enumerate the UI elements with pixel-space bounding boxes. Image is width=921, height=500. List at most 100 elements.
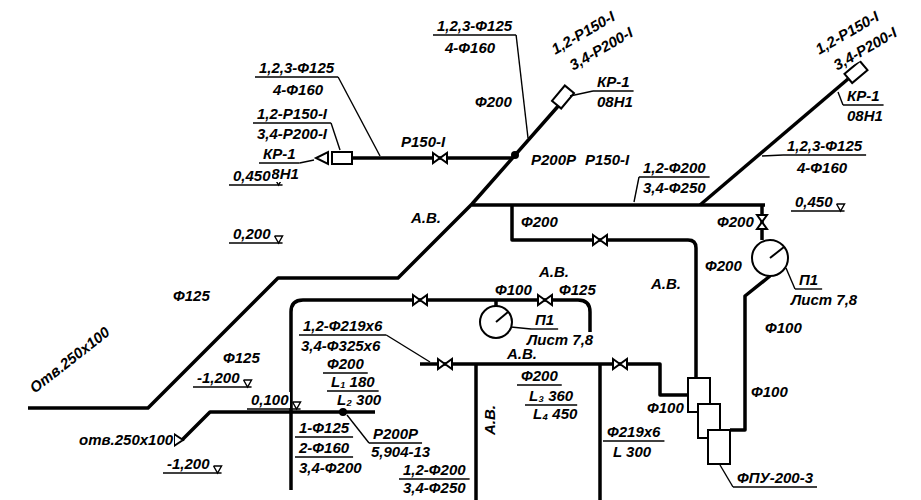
pipe <box>512 205 696 378</box>
leader-line <box>229 242 283 243</box>
dimension-label: 2-Ф160 <box>298 440 350 456</box>
dimension-label: L 300 <box>612 444 652 460</box>
dimension-label: Ф200 <box>704 258 743 274</box>
leader-line <box>517 384 562 385</box>
dimension-label: L₁ 180 <box>330 374 376 390</box>
pump-symbol <box>752 240 788 276</box>
dimension-label: 4-Ф160 <box>796 160 848 176</box>
dimension-label: Отв.250х100 <box>26 323 114 396</box>
valve-box <box>332 152 352 164</box>
end-triangle <box>174 434 183 446</box>
pump-impeller <box>770 247 784 258</box>
dimension-label: Ф125 <box>172 288 211 304</box>
dimension-label: Ф100 <box>494 282 533 298</box>
dimension-label: Ф100 <box>750 384 789 400</box>
dimension-label: 4-Ф160 <box>272 82 324 98</box>
leader-line <box>259 162 300 163</box>
dimension-label: КР-1 <box>262 146 297 162</box>
leader-line <box>253 122 331 123</box>
gate-valve <box>613 359 627 369</box>
leader-line <box>299 334 386 335</box>
dimension-label: Р150-I <box>400 134 446 150</box>
leader-line <box>338 77 380 156</box>
dimension-label: КР-1 <box>846 88 881 104</box>
regulator-dot <box>511 151 519 159</box>
dimension-label: L₃ 360 <box>528 388 574 404</box>
dimension-label: 3,4-Ф250 <box>402 480 467 496</box>
leader-line <box>516 35 528 138</box>
pipe <box>472 203 765 207</box>
dimension-label: 0,450 <box>794 194 834 210</box>
dimension-label: ФПУ-200-3 <box>736 470 814 486</box>
gate-valve <box>757 215 767 229</box>
dimension-label: Р200Р <box>530 152 577 168</box>
dimension-label: А.В. <box>482 404 498 436</box>
dimension-label: -1,200 <box>196 370 241 386</box>
dimension-label: 1,2-Ф200 <box>402 462 467 478</box>
pipe <box>598 364 602 500</box>
leader-line <box>347 415 369 443</box>
gate-valve <box>433 153 447 163</box>
dimension-label: 08Н1 <box>596 94 634 110</box>
leader-line <box>229 184 283 185</box>
gate-valve <box>593 235 607 245</box>
gate-valve <box>438 359 452 369</box>
dimension-label: 3,4-Р200-I <box>256 126 328 142</box>
dimension-label: Р200Р <box>372 426 419 442</box>
gate-valve <box>538 295 552 305</box>
leader-line <box>791 210 845 211</box>
leader-line <box>843 104 884 105</box>
dimension-label: 3,4-Ф325х6 <box>300 338 381 354</box>
dimension-label: П1 <box>534 312 555 328</box>
leader-line <box>193 386 252 387</box>
dimension-label: Ф100 <box>646 400 685 416</box>
leader-line <box>331 123 340 150</box>
leader-line <box>786 268 795 289</box>
dimension-label: Ф125 <box>222 350 261 366</box>
dimension-label: 0,100 <box>250 392 290 408</box>
leader-line <box>593 90 634 91</box>
pipe <box>182 412 375 440</box>
leader-line <box>634 177 639 202</box>
leader-line <box>795 288 822 289</box>
dimension-label: 0,450 <box>232 168 272 184</box>
level-mark <box>275 236 283 243</box>
dimension-label: 1-Ф125 <box>298 420 350 436</box>
dimension-label: Р150-I <box>584 152 630 168</box>
dimension-label: Ф125 <box>558 282 597 298</box>
leader-line <box>838 92 843 105</box>
level-mark <box>837 204 845 211</box>
dimension-label: Ф200 <box>474 94 513 110</box>
leader-line <box>639 176 710 177</box>
dimension-label: Ф200 <box>520 214 559 230</box>
pump-impeller <box>496 312 508 322</box>
dimension-label: 0,200 <box>232 226 272 242</box>
dimension-label: КР-1 <box>596 74 631 90</box>
leader-line <box>300 160 314 163</box>
dimension-label: 3,4-Ф250 <box>642 180 707 196</box>
level-mark <box>244 380 252 387</box>
dimension-label: Лист 7,8 <box>790 292 858 308</box>
dimension-label: Ф200 <box>326 356 365 372</box>
dimension-label: 1,2,3-Ф125 <box>786 138 863 154</box>
dimension-label: 1,2-Р150-I <box>256 106 328 122</box>
leader-line <box>255 76 338 77</box>
leader-line <box>295 436 353 437</box>
level-mark <box>293 402 301 409</box>
pipe <box>474 364 478 500</box>
leader-line <box>511 327 531 329</box>
gate-valve <box>413 295 427 305</box>
leader-line <box>720 465 733 487</box>
dimension-label: А.В. <box>506 346 538 362</box>
dimension-label: -1,200 <box>166 456 211 472</box>
dimension-label: 08Н1 <box>846 108 884 124</box>
dimension-label: 3,4-Ф200 <box>298 460 363 476</box>
leader-line <box>433 34 516 35</box>
dimension-label: Ф100 <box>764 320 803 336</box>
leader-line <box>295 456 353 457</box>
dimension-label: L₂ 300 <box>336 392 382 408</box>
